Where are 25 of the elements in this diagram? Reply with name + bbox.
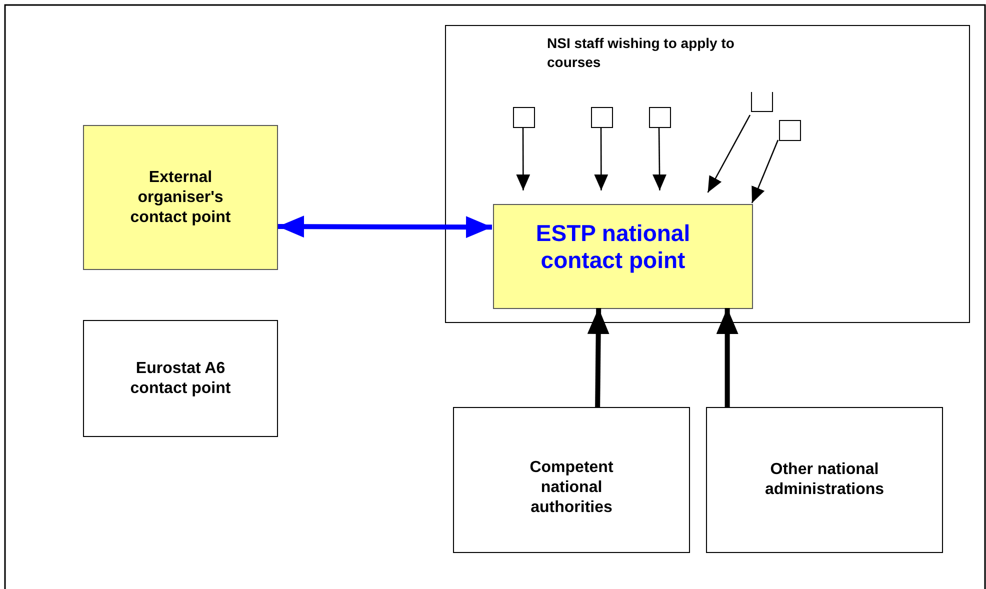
node-label: External organiser's contact point xyxy=(129,168,232,228)
contact-box xyxy=(706,407,943,553)
node-label: Other national administrations xyxy=(764,460,886,500)
contact-box xyxy=(83,125,278,270)
arrow xyxy=(716,308,738,407)
arrow xyxy=(278,216,492,238)
small-box xyxy=(649,107,671,128)
node-label: Eurostat A6 contact point xyxy=(129,358,232,398)
small-box xyxy=(751,92,773,112)
contact-box xyxy=(83,320,278,437)
arrow xyxy=(516,127,530,190)
arrow xyxy=(751,140,779,204)
contact-box xyxy=(493,204,753,309)
node-label: ESTP national contact point xyxy=(534,220,692,274)
small-box xyxy=(513,107,535,128)
group-heading: NSI staff wishing to apply to courses xyxy=(547,34,736,72)
node-label: Competent national authorities xyxy=(528,458,614,518)
arrow xyxy=(594,127,608,190)
arrow xyxy=(587,308,610,408)
group-box xyxy=(445,25,970,323)
small-box xyxy=(779,120,801,141)
arrow xyxy=(707,114,751,193)
arrow xyxy=(652,127,667,190)
small-box xyxy=(591,107,613,128)
contact-box xyxy=(453,407,690,553)
